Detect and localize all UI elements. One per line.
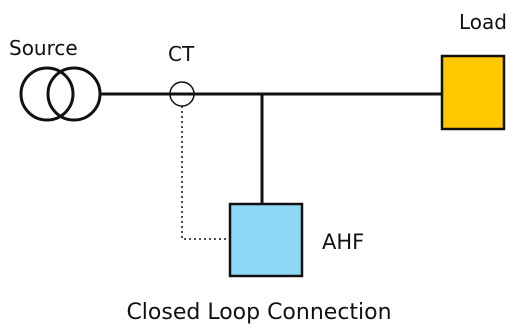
transformer-icon	[19, 66, 102, 122]
load-label: Load	[459, 10, 507, 34]
ahf-label: AHF	[322, 230, 365, 254]
source-label: Source	[9, 36, 78, 60]
ct-signal-dotted-line	[181, 106, 230, 240]
ct-label: CT	[168, 42, 195, 66]
diagram-caption: Closed Loop Connection	[126, 300, 392, 325]
load-box	[440, 54, 506, 131]
ahf-box	[228, 202, 304, 278]
